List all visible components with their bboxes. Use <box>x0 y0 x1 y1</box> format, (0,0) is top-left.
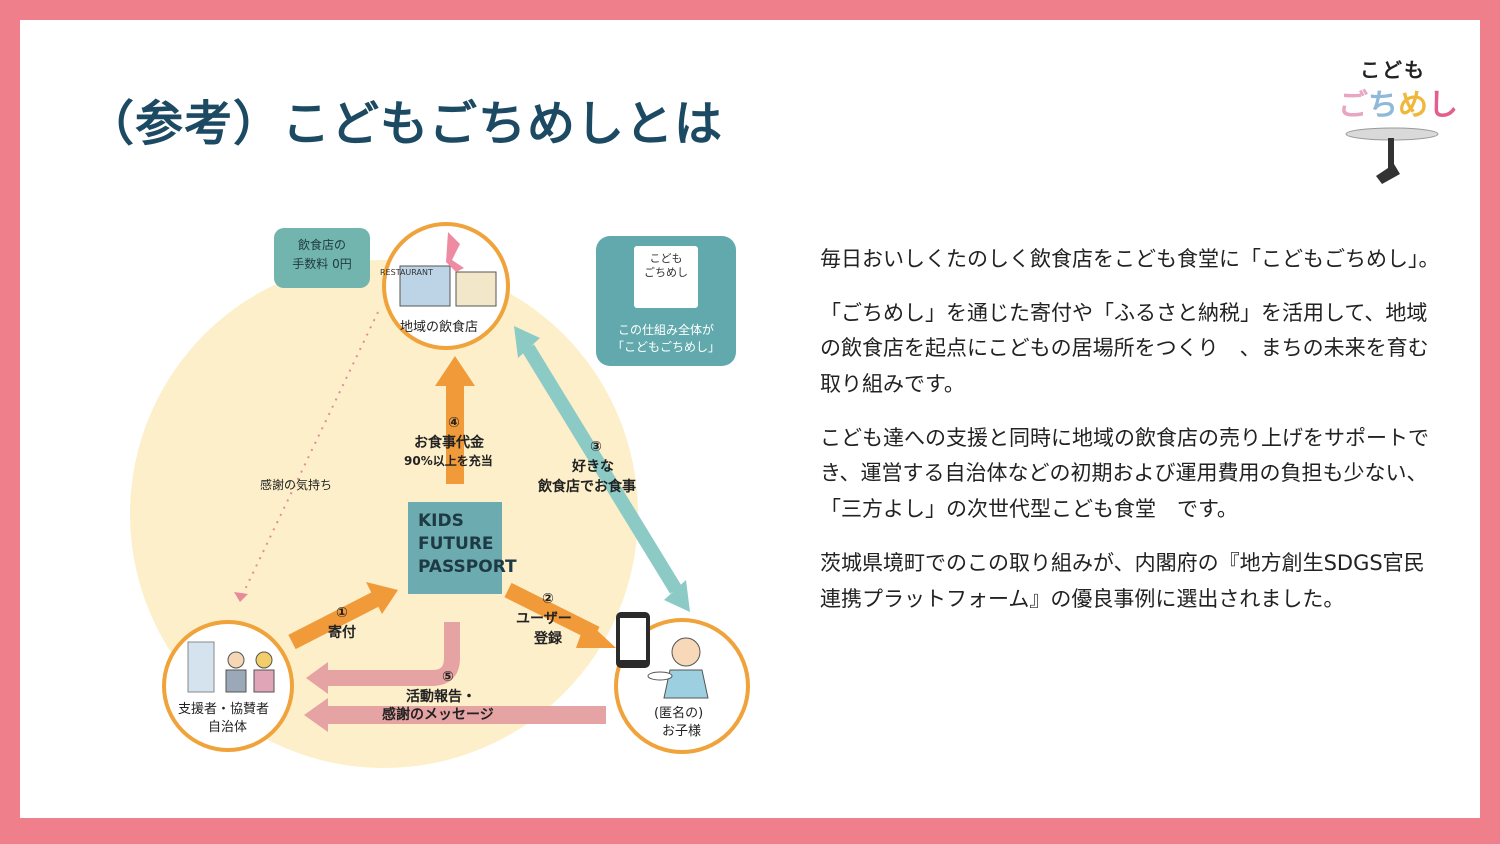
step4-arrow-shaft <box>446 384 464 484</box>
step2-arrow-head <box>576 620 616 648</box>
gochimeshi-flow-diagram: 飲食店の 手数料 0円 RESTAURANT 地域の飲食店 こども ごちめし こ… <box>130 202 750 782</box>
logo-char: ち <box>1368 88 1398 123</box>
step3-arrow-head-bottom <box>664 580 690 612</box>
step2-arrow-shaft <box>504 582 600 642</box>
supporter-line2: 自治体 <box>208 720 248 735</box>
kfp-line3: PASSPORT <box>418 556 517 577</box>
app-mini-line1: こども <box>649 252 683 265</box>
thanks-arrow-head <box>234 592 248 602</box>
supporter-person2-icon <box>255 651 273 669</box>
step5-line2: 感謝のメッセージ <box>382 707 494 723</box>
step3-number: ③ <box>590 439 602 455</box>
logo-line2: ごちめし <box>1338 80 1458 124</box>
description-text: 毎日おいしくたのしく飲食店をこども食堂に「こどもごちめし」。 「ごちめし」を通じ… <box>820 242 1440 635</box>
step3-arrow-head-top <box>514 326 540 358</box>
supporter-line1: 支援者・協賛者 <box>178 702 270 717</box>
plate-icon <box>647 671 673 681</box>
page-title: （参考）こどもごちめしとは <box>86 96 724 152</box>
fee-note-line2: 手数料 0円 <box>292 256 352 271</box>
logo-char: し <box>1428 88 1458 123</box>
japan-map-icon <box>446 232 464 272</box>
app-mini-line2: ごちめし <box>644 266 688 280</box>
child-line1: (匿名の) <box>654 706 704 721</box>
paragraph-1: 毎日おいしくたのしく飲食店をこども食堂に「こどもごちめし」。 <box>820 247 1440 271</box>
step1-number: ① <box>336 605 348 621</box>
fee-note-line1: 飲食店の <box>297 238 346 252</box>
slide: （参考）こどもごちめしとは こども ごちめし <box>20 20 1480 818</box>
step2-line1: ユーザー <box>516 611 572 627</box>
logo-char: ご <box>1338 88 1368 123</box>
step3-arrow-shaft <box>522 344 682 594</box>
step4-line1: お食事代金 <box>414 435 484 451</box>
paragraph-2: 「ごちめし」を通じた寄付や「ふるさと納税」を活用して、地域の飲食店を起点にこども… <box>820 300 1429 397</box>
kodomo-gochimeshi-logo: こども ごちめし <box>1336 52 1458 192</box>
restaurant-label: 地域の飲食店 <box>400 320 479 335</box>
step5-line1: 活動報告・ <box>406 689 476 705</box>
step5-arrow-lower-shaft <box>326 706 606 724</box>
paragraph-4: 茨城県境町でのこの取り組みが、内閣府の『地方創生SDGS官民連携プラットフォーム… <box>820 550 1425 611</box>
step4-line2: 90%以上を充当 <box>404 454 493 468</box>
step3-line1: 好きな <box>572 459 614 475</box>
step5-arrow-upper-head <box>306 662 328 694</box>
step4-number: ④ <box>448 415 460 431</box>
step4-arrow-head <box>435 356 475 386</box>
restaurant-building-icon <box>399 265 451 307</box>
step2-line2: 登録 <box>534 631 562 647</box>
step2-number: ② <box>542 591 554 607</box>
step1-arrow-head <box>366 582 398 614</box>
step3-line2: 飲食店でお食事 <box>538 479 636 495</box>
step5-arrow-lower-head <box>304 698 328 732</box>
thanks-label: 感謝の気持ち <box>260 478 333 492</box>
step1-label: 寄付 <box>328 625 356 641</box>
fee-note-bubble: 飲食店の 手数料 0円 <box>274 228 370 288</box>
shop-building-icon <box>455 271 497 307</box>
child-face-icon <box>671 637 701 667</box>
step5-number: ⑤ <box>442 669 454 685</box>
step5-arrow-upper <box>326 622 460 686</box>
serving-tray-icon <box>1345 127 1439 184</box>
kfp-line2: FUTURE <box>418 533 494 554</box>
kfp-line1: KIDS <box>418 511 464 531</box>
scheme-note-line1: この仕組み全体が <box>617 323 714 337</box>
office-building-icon <box>187 641 215 693</box>
supporter-person-icon <box>227 651 245 669</box>
child-line2: お子様 <box>662 724 702 739</box>
logo-line1: こども <box>1360 58 1426 82</box>
scheme-note-bubble: こども ごちめし この仕組み全体が 「こどもごちめし」 <box>596 236 736 366</box>
step1-arrow-shaft <box>288 590 382 650</box>
paragraph-3: こども達への支援と同時に地域の飲食店の売り上げをサポートでき、運営する自治体など… <box>820 425 1429 522</box>
app-logo-mini: こども ごちめし <box>634 246 698 308</box>
diagram-graphics <box>130 222 750 768</box>
scheme-note-line2: 「こどもごちめし」 <box>611 339 720 354</box>
logo-char: め <box>1398 88 1428 123</box>
restaurant-sign: RESTAURANT <box>380 268 433 277</box>
kids-future-passport-box: KIDS FUTURE PASSPORT <box>408 502 517 594</box>
